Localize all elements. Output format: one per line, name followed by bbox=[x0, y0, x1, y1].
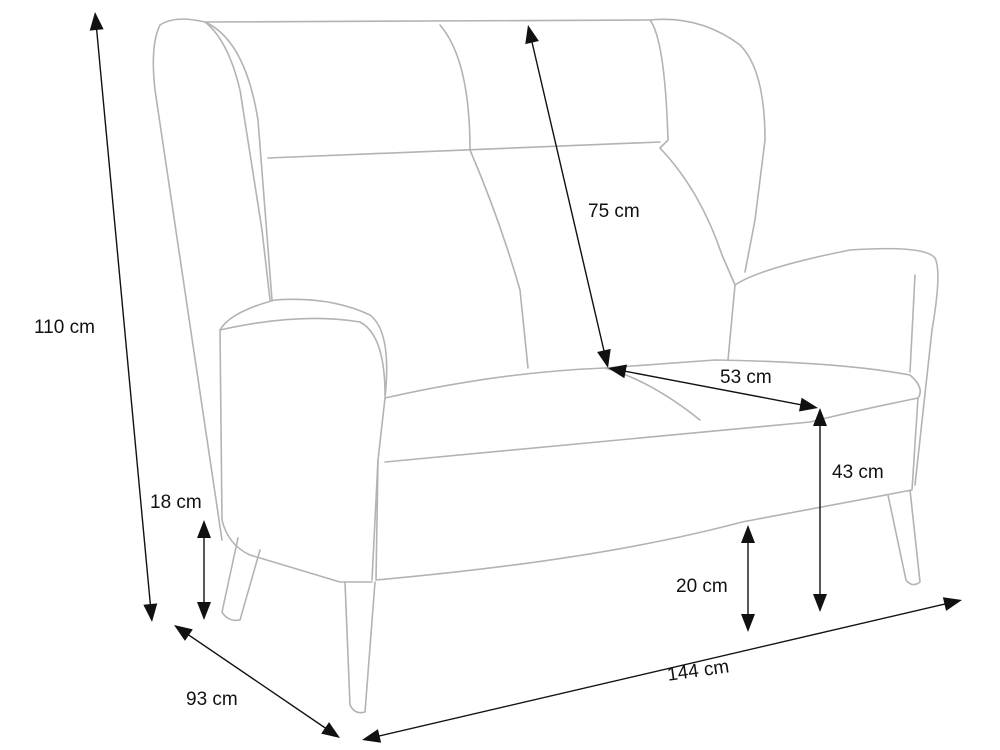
dimension-line-backrest-height bbox=[528, 28, 608, 365]
dimension-arrow-leg-height bbox=[741, 525, 755, 632]
dimension-arrow-seat-height bbox=[813, 408, 827, 612]
left-armrest-front bbox=[219, 329, 373, 583]
right-armrest-inner bbox=[727, 274, 916, 373]
right-wing-outline bbox=[649, 19, 766, 273]
label-leg-height: 20 cm bbox=[676, 576, 728, 597]
arrowhead-start-overall-depth bbox=[174, 625, 193, 641]
arrowhead-end-leg-height bbox=[741, 614, 755, 632]
arrowhead-end-overall-height bbox=[143, 603, 158, 622]
arrowhead-end-seat-depth bbox=[799, 397, 818, 412]
front-left-leg bbox=[344, 581, 376, 714]
sofa-outline bbox=[152, 18, 939, 714]
dimension-line-overall-height bbox=[94, 15, 153, 619]
dimension-line-seat-depth bbox=[611, 368, 815, 408]
label-armrest-height: 18 cm bbox=[150, 492, 202, 513]
dimension-arrow-overall-height bbox=[89, 12, 158, 622]
label-overall-depth: 93 cm bbox=[186, 689, 238, 710]
arrowhead-start-overall-width bbox=[362, 729, 382, 743]
dimension-arrow-seat-depth bbox=[608, 364, 818, 412]
label-overall-height: 110 cm bbox=[34, 317, 95, 338]
dimension-line-overall-width bbox=[365, 600, 959, 740]
label-seat-depth: 53 cm bbox=[720, 367, 772, 388]
back-left-leg bbox=[221, 537, 261, 622]
dimension-line-overall-depth bbox=[176, 626, 338, 737]
arrowhead-end-backrest-height bbox=[597, 348, 611, 368]
back-top-edge bbox=[204, 18, 741, 46]
left-wing-inner bbox=[204, 21, 271, 301]
head-cushion-line bbox=[267, 141, 661, 159]
seat-base-outline bbox=[375, 397, 919, 581]
dimension-arrow-armrest-height bbox=[197, 520, 211, 620]
arrowhead-end-seat-height bbox=[813, 594, 827, 612]
right-armrest-outline bbox=[734, 247, 939, 486]
arrowhead-start-backrest-height bbox=[525, 25, 539, 45]
arrowhead-end-overall-width bbox=[942, 597, 962, 611]
dimension-arrow-overall-width bbox=[362, 597, 962, 743]
arrowhead-start-seat-depth bbox=[608, 364, 627, 379]
back-cushion-seam bbox=[439, 24, 529, 369]
arrowhead-start-armrest-height bbox=[197, 520, 211, 538]
label-seat-height: 43 cm bbox=[832, 462, 884, 483]
dimension-arrows bbox=[89, 12, 962, 743]
dimension-arrow-overall-depth bbox=[174, 625, 340, 738]
left-armrest-top bbox=[219, 317, 386, 396]
left-wing-outline bbox=[152, 18, 273, 541]
left-armrest-outline bbox=[219, 298, 388, 581]
right-wing-inner bbox=[659, 147, 736, 286]
arrowhead-end-armrest-height bbox=[197, 602, 211, 620]
back-right-leg bbox=[887, 489, 921, 586]
dimension-arrow-backrest-height bbox=[525, 25, 611, 368]
arrowhead-start-leg-height bbox=[741, 525, 755, 543]
label-backrest-height: 75 cm bbox=[588, 201, 640, 222]
arrowhead-end-overall-depth bbox=[321, 722, 340, 738]
arrowhead-start-overall-height bbox=[89, 12, 104, 31]
seat-cushion-outline bbox=[384, 359, 921, 463]
arrowhead-start-seat-height bbox=[813, 408, 827, 426]
